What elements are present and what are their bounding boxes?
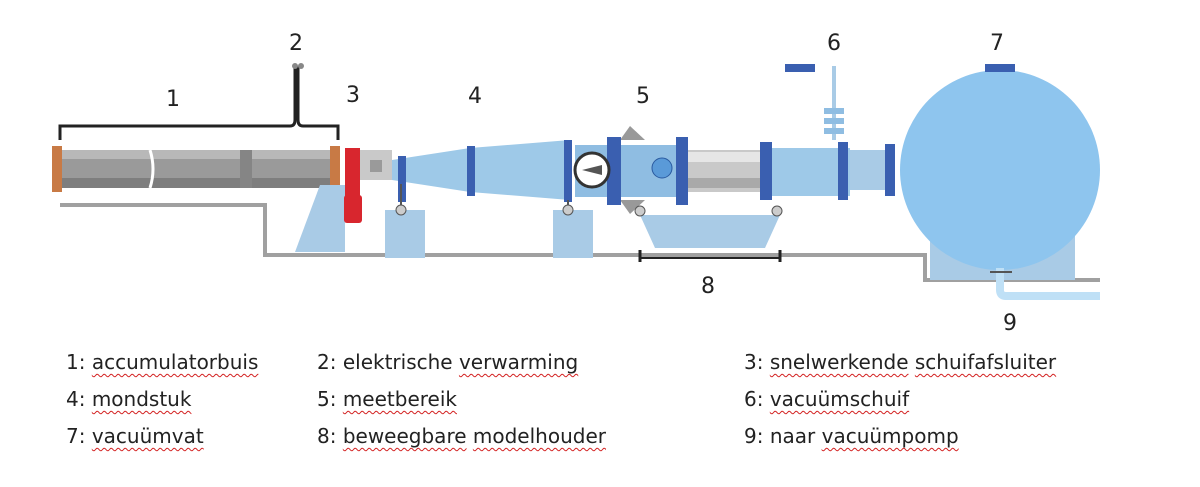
legend: 1: accumulatorbuis 2: elektrische verwar… [66, 350, 1186, 461]
legend-term: mondstuk [91, 387, 192, 411]
legend-term: beweegbare [342, 424, 467, 448]
vacuum-slide [772, 66, 895, 200]
legend-number: 1: [66, 350, 86, 374]
legend-term: vacuümschuif [769, 387, 910, 411]
legend-item-8: 8: beweegbare modelhouder [317, 424, 606, 448]
label-1: 1 [166, 87, 180, 112]
legend-term: modelhouder [472, 424, 606, 448]
legend-number: 9: [744, 424, 764, 448]
legend-term: vacuümvat [91, 424, 204, 448]
legend-term: snelwerkende [769, 350, 909, 374]
legend-row: 7: vacuümvat 8: beweegbare modelhouder 9… [66, 424, 1186, 461]
fast-acting-valve [295, 148, 392, 252]
legend-number: 5: [317, 387, 337, 411]
nozzle [385, 140, 593, 258]
legend-number: 8: [317, 424, 337, 448]
label-4: 4 [468, 84, 482, 109]
label-5: 5 [636, 84, 650, 109]
legend-term: elektrische [342, 350, 453, 374]
legend-term: schuifafsluiter [914, 350, 1057, 374]
label-9: 9 [1003, 311, 1017, 336]
legend-row: 4: mondstuk 5: meetbereik 6: vacuümschui… [66, 387, 1186, 424]
legend-term: verwarming [458, 350, 579, 374]
label-3: 3 [346, 83, 360, 108]
legend-term: vacuümpomp [821, 424, 959, 448]
legend-item-3: 3: snelwerkende schuifafsluiter [744, 350, 1056, 374]
legend-item-2: 2: elektrische verwarming [317, 350, 578, 374]
label-7: 7 [990, 31, 1004, 56]
legend-item-5: 5: meetbereik [317, 387, 457, 411]
legend-item-1: 1: accumulatorbuis [66, 350, 258, 374]
legend-row: 1: accumulatorbuis 2: elektrische verwar… [66, 350, 1186, 387]
legend-term: meetbereik [342, 387, 457, 411]
legend-item-9: 9: naar vacuümpomp [744, 424, 959, 448]
label-2: 2 [289, 31, 303, 56]
label-6: 6 [827, 31, 841, 56]
legend-number: 4: [66, 387, 86, 411]
label-8: 8 [701, 274, 715, 299]
legend-number: 6: [744, 387, 764, 411]
legend-item-4: 4: mondstuk [66, 387, 191, 411]
wind-tunnel-diagram: 1 2 3 4 5 6 7 8 9 [52, 31, 1100, 336]
measuring-section [573, 126, 772, 214]
legend-number: 2: [317, 350, 337, 374]
pump-outlet [990, 268, 1100, 300]
legend-number: 3: [744, 350, 764, 374]
legend-number: 7: [66, 424, 86, 448]
legend-item-6: 6: vacuümschuif [744, 387, 909, 411]
legend-term: accumulatorbuis [91, 350, 259, 374]
model-holder [634, 205, 783, 262]
legend-term: naar [769, 424, 816, 448]
accumulator-tube [52, 63, 340, 192]
legend-item-7: 7: vacuümvat [66, 424, 204, 448]
